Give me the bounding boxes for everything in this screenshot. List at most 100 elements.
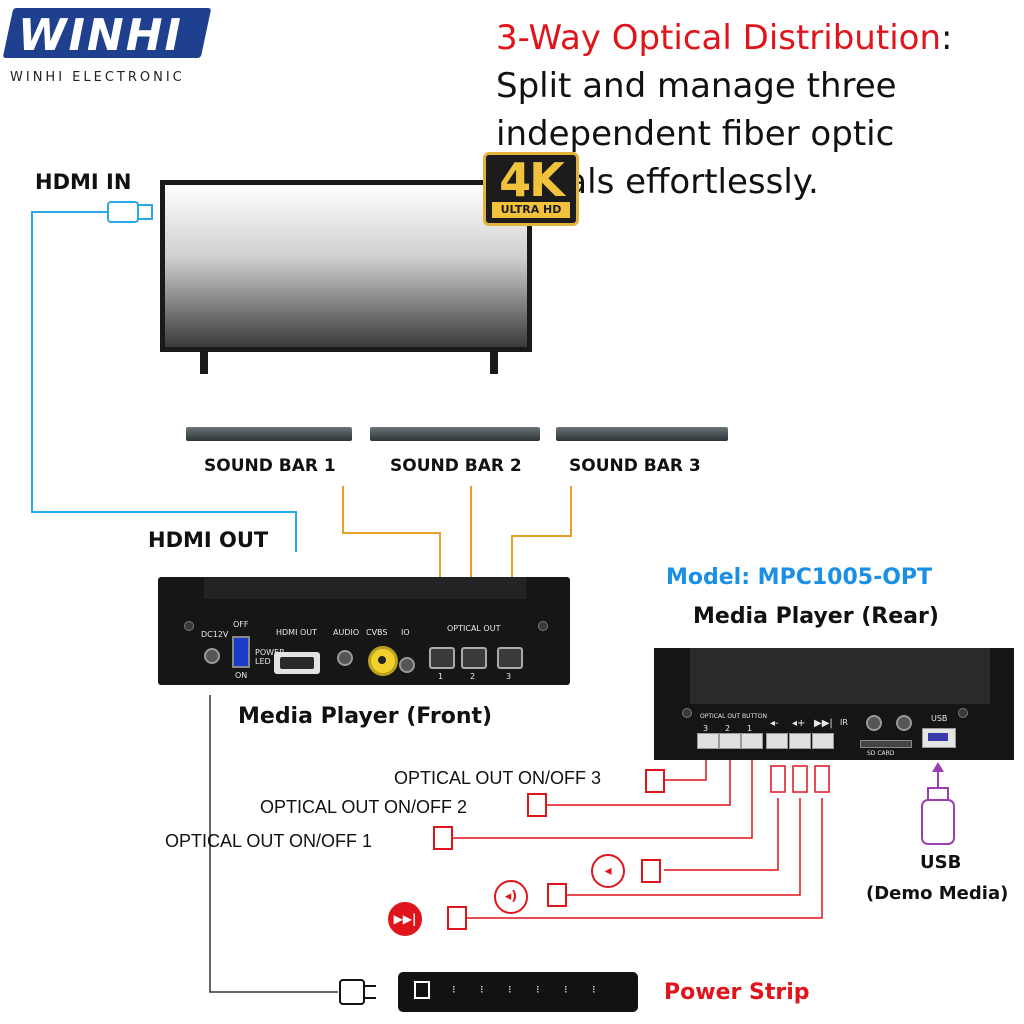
button-num-1: 1 (747, 724, 753, 733)
sound-bar-1-label: SOUND BAR 1 (204, 456, 336, 476)
audio-jack (337, 650, 353, 666)
power-strip-switch (414, 981, 430, 999)
rear-usb-label: USB (931, 714, 948, 723)
optical-port-1 (429, 647, 455, 669)
next-track-icon: ▶▶| (814, 718, 833, 729)
plug-next (814, 765, 830, 793)
optical-button-label: OPTICAL OUT BUTTON (700, 713, 767, 720)
optical-port-3-num: 3 (506, 672, 512, 681)
optical-port-1-num: 1 (438, 672, 444, 681)
optical-port-3 (497, 647, 523, 669)
screw (682, 708, 692, 718)
sound-bar-3-label: SOUND BAR 3 (569, 456, 701, 476)
outlet: ⁝ (564, 983, 568, 996)
rear-port-volume-down (766, 733, 788, 749)
rear-button-port-1 (741, 733, 763, 749)
volume-up-icon: ◂+ (792, 718, 806, 729)
button-wire-2 (546, 760, 731, 806)
model-label: Model: MPC1005-OPT (666, 565, 933, 590)
button-num-2: 2 (725, 724, 731, 733)
usb-port-inner (928, 733, 948, 741)
outlet: ⁝ (508, 983, 512, 996)
power-switch[interactable] (232, 636, 250, 668)
media-player-rear-top (690, 648, 990, 704)
tv-leg-right (490, 352, 498, 374)
hdmi-connector-icon (107, 201, 153, 223)
button-wire-3 (664, 760, 707, 781)
power-strip (398, 972, 638, 1012)
optical-port-2-num: 2 (470, 672, 476, 681)
logo-wordmark: WINHI (18, 10, 183, 61)
cvbs-port-center (378, 656, 386, 664)
optical-switch-2-label: OPTICAL OUT ON/OFF 2 (260, 797, 468, 817)
ir-label: IR (840, 718, 848, 727)
television (160, 180, 532, 352)
switch-off-label: OFF (233, 620, 249, 629)
power-led-label: POWER LED (255, 648, 285, 666)
front-hdmi-label: HDMI OUT (276, 628, 318, 637)
volume-up-icon: ◂) (494, 880, 528, 914)
sound-bar-2-label: SOUND BAR 2 (390, 456, 522, 476)
ir-jack (866, 715, 882, 731)
switch-on-label: ON (235, 671, 248, 680)
button-wire-voldown (664, 798, 779, 871)
volume-down-icon: ◂ (591, 854, 625, 888)
dc-label: DC12V (201, 630, 229, 639)
usb-drive-icon (921, 787, 955, 845)
optical-out-label: OPTICAL OUT (447, 624, 501, 633)
hdmi-wire (31, 211, 297, 552)
power-plug-icon (339, 979, 376, 1005)
sd-card-slot (860, 740, 912, 748)
optical-switch-1-label: OPTICAL OUT ON/OFF 1 (165, 831, 373, 851)
hdmi-out-port-inner (280, 657, 314, 669)
outlet: ⁝ (592, 983, 596, 996)
outlet: ⁝ (536, 983, 540, 996)
tv-leg-left (200, 352, 208, 374)
power-strip-label: Power Strip (664, 980, 810, 1005)
rear-button-port-3 (697, 733, 719, 749)
button-wire-volup (566, 798, 801, 896)
rear-button-port-2 (719, 733, 741, 749)
cvbs-label: CVBS (366, 628, 388, 637)
button-wire-next (466, 798, 823, 919)
sound-bar-1 (186, 427, 352, 441)
io-label: IO (401, 628, 410, 637)
rear-port-volume-up (789, 733, 811, 749)
rear-jack (896, 715, 912, 731)
usb-sub-label: (Demo Media) (866, 883, 1009, 904)
4k-badge: 4K ULTRA HD (483, 152, 579, 226)
io-jack (399, 657, 415, 673)
screw (958, 708, 968, 718)
next-track-icon: ▶▶| (388, 902, 422, 936)
audio-label: AUDIO (333, 628, 360, 637)
sound-bar-3 (556, 427, 728, 441)
optical-port-2 (461, 647, 487, 669)
push-button-icon (433, 769, 665, 930)
cvbs-port (368, 646, 398, 676)
volume-down-icon: ◂- (770, 718, 779, 729)
hdmi-in-label: HDMI IN (35, 170, 132, 194)
button-wire-1 (452, 760, 753, 839)
screw (184, 621, 194, 631)
sd-card-label: SD CARD (867, 750, 895, 757)
4k-badge-main: 4K (499, 153, 565, 207)
logo-subtitle: WINHI ELECTRONIC (10, 70, 185, 85)
outlet: ⁝ (480, 983, 484, 996)
brand-logo: WINHI WINHI ELECTRONIC (2, 8, 212, 88)
rear-port-next (812, 733, 834, 749)
media-player-front-top (204, 577, 526, 599)
power-cable (209, 695, 338, 993)
front-title: Media Player (Front) (238, 704, 493, 729)
4k-badge-sub: ULTRA HD (492, 202, 570, 218)
optical-switch-3-label: OPTICAL OUT ON/OFF 3 (394, 768, 602, 788)
dc-jack (204, 648, 220, 664)
usb-arrow-head (932, 762, 944, 772)
headline-rest: : Split and manage three independent fib… (496, 18, 953, 202)
sound-bar-2 (370, 427, 540, 441)
hdmi-out-label: HDMI OUT (148, 528, 269, 552)
headline-highlight: 3-Way Optical Distribution (496, 18, 941, 58)
plug-voldown (770, 765, 786, 793)
usb-label: USB (920, 852, 962, 873)
screw (538, 621, 548, 631)
